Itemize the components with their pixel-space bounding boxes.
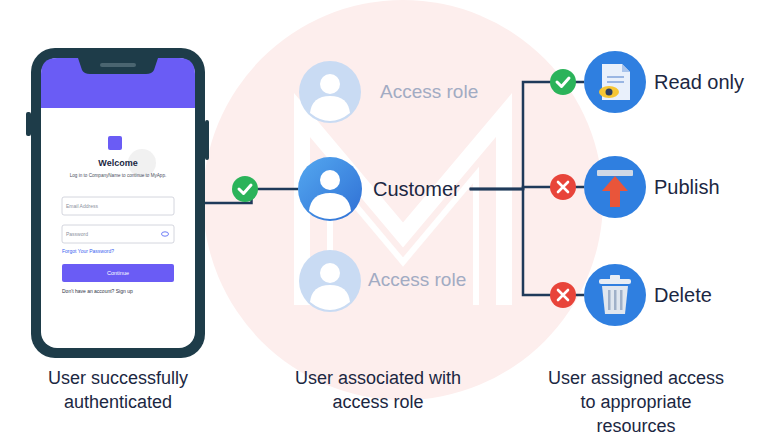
- phone-node: WelcomeLog in to CompanyName to continue…: [31, 48, 205, 358]
- screen-footnote: Don't have an account? Sign up: [62, 288, 192, 295]
- role-node: Customer: [298, 157, 470, 221]
- publish-icon: [584, 156, 646, 218]
- read-only-icon: [584, 51, 646, 113]
- node-caption: User successfully authenticated: [19, 366, 217, 414]
- screen-heading: Welcome: [31, 157, 205, 169]
- node-label: Read only: [654, 71, 744, 94]
- delete-icon: [584, 264, 646, 326]
- phone-button: [26, 112, 31, 136]
- input-placeholder: Email Address: [66, 203, 166, 210]
- resource-node: Delete: [584, 265, 722, 325]
- watermark-circle: [203, 0, 603, 400]
- resource-node: Read only: [584, 52, 754, 112]
- access-role-node: Access role: [298, 250, 476, 310]
- phone-button: [205, 120, 209, 160]
- check-badge: [232, 176, 258, 202]
- column-caption: User associated with access role: [288, 366, 468, 414]
- link-text: Forgot Your Password?: [62, 248, 182, 255]
- column-caption: User assigned access to appropriate reso…: [541, 366, 731, 438]
- avatar-icon: [298, 157, 362, 221]
- access-role-node: Access role: [298, 62, 488, 122]
- cross-badge: [550, 282, 576, 308]
- resource-node: Publish: [584, 157, 730, 217]
- connector-line: [470, 82, 584, 189]
- phone-screen: [41, 58, 195, 348]
- node-label: Customer: [373, 178, 460, 201]
- avatar-icon: [299, 61, 361, 123]
- input-placeholder: Password: [66, 231, 166, 238]
- phone-body: [31, 48, 205, 358]
- continue-button: [62, 264, 174, 282]
- screen-subtitle: Log in to CompanyName to continue to MyA…: [31, 173, 205, 179]
- check-badge: [550, 69, 576, 95]
- avatar-icon: [299, 250, 361, 312]
- cross-badge: [550, 174, 576, 200]
- screen-header: [41, 58, 195, 108]
- node-label: Access role: [380, 81, 478, 103]
- input-field: [62, 197, 174, 215]
- phone-notch: [78, 58, 158, 74]
- node-label: Publish: [654, 176, 720, 199]
- phone-speaker: [100, 63, 136, 67]
- button-text: Continue: [62, 270, 174, 277]
- watermark-letter: [302, 115, 504, 305]
- node-label: Delete: [654, 284, 712, 307]
- app-logo: [108, 136, 122, 150]
- eye-icon: [162, 232, 169, 236]
- node-label: Access role: [368, 269, 466, 291]
- connector-line: [470, 189, 584, 295]
- input-field: [62, 225, 174, 243]
